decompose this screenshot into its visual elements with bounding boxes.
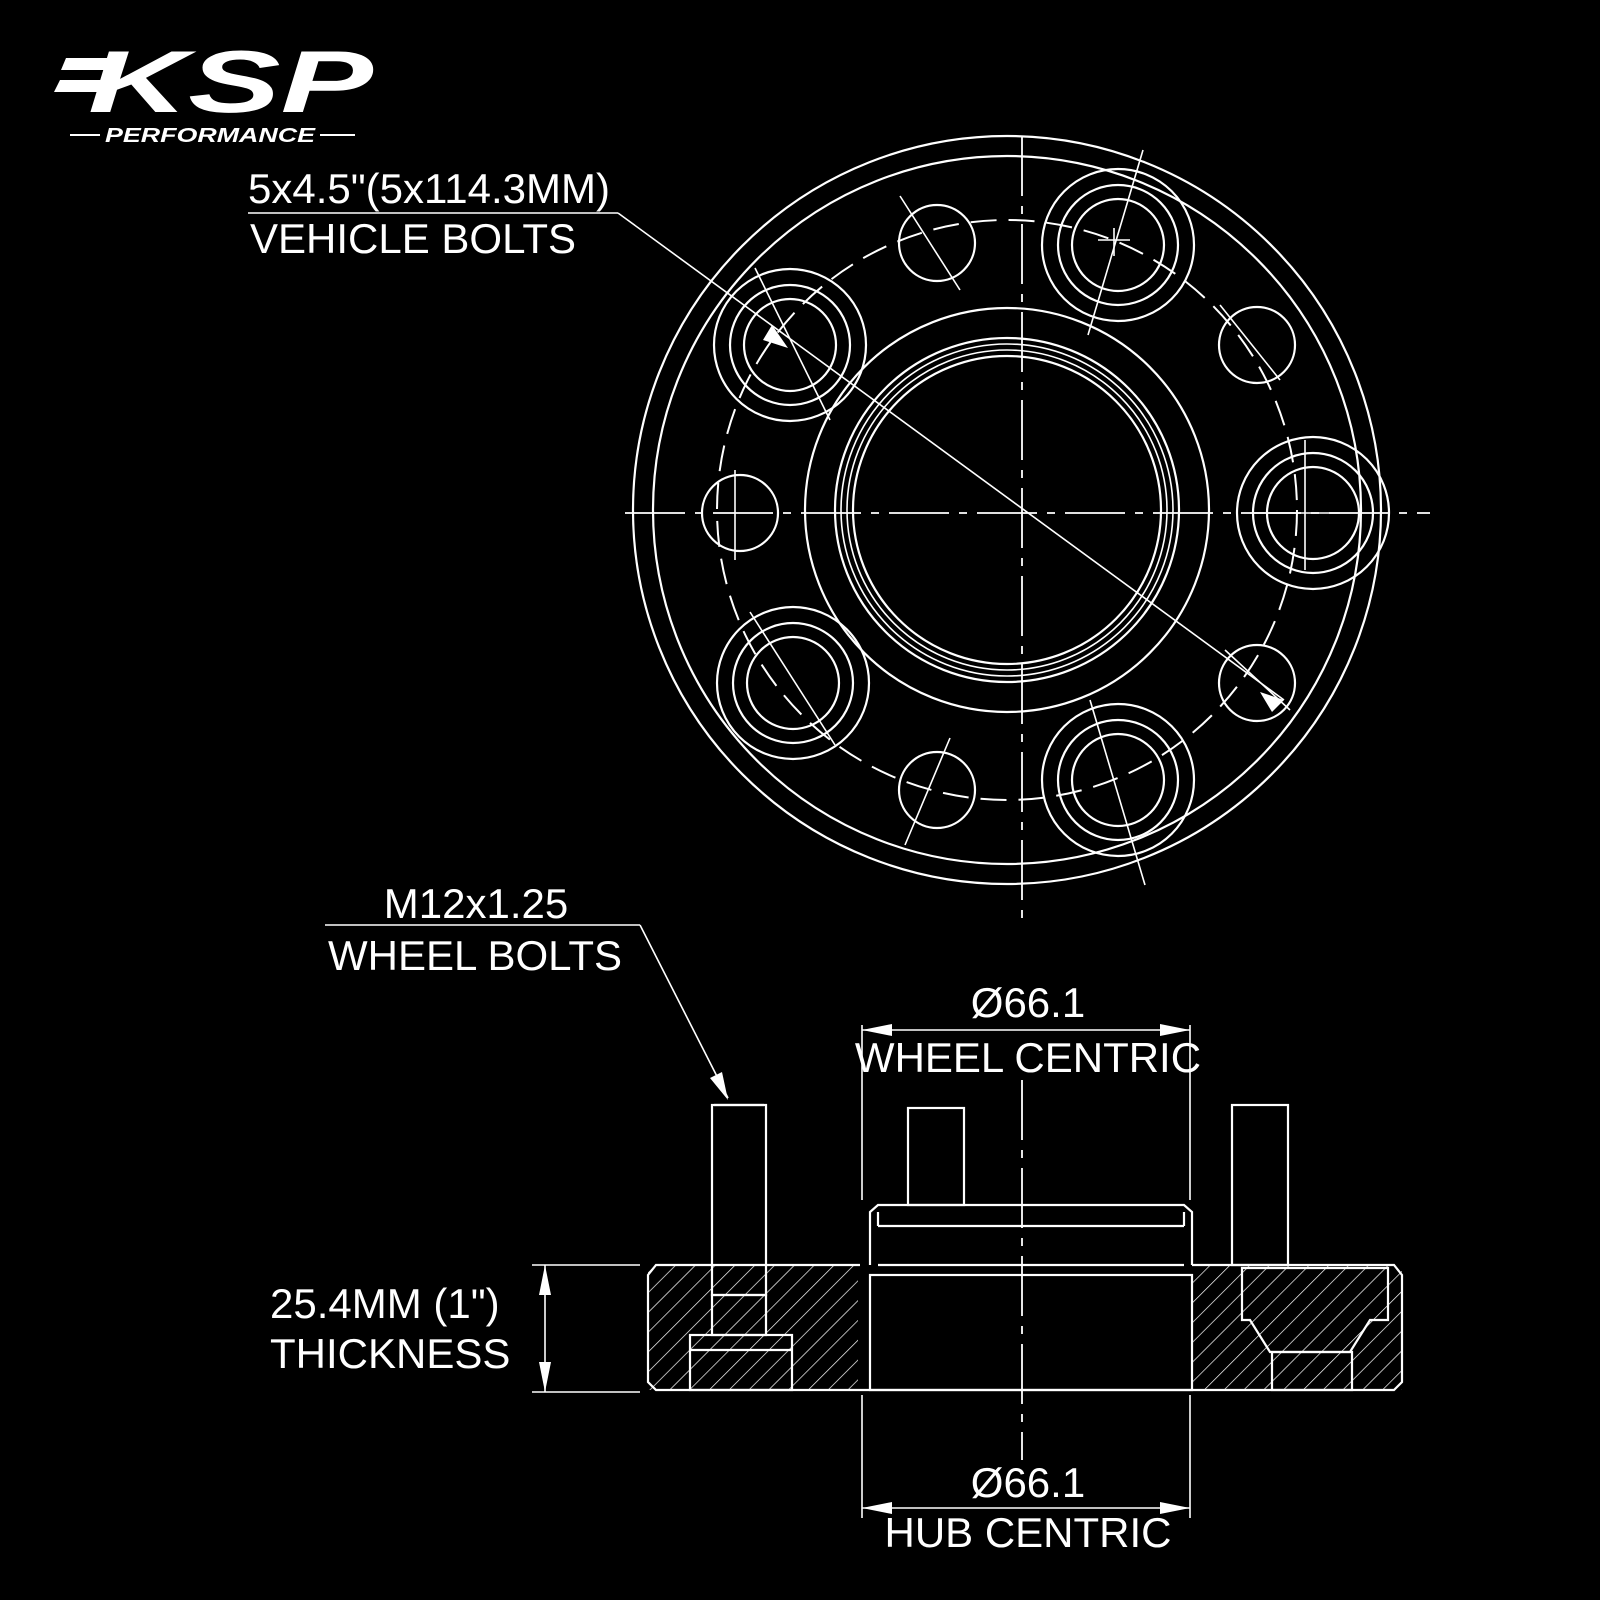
middle-stud: [906, 1106, 966, 1207]
thickness-label: THICKNESS: [270, 1330, 510, 1377]
wheel-stud-hole: [1235, 435, 1391, 591]
vehicle-bolts-leader: [248, 212, 1285, 712]
hub-bore: [851, 354, 1163, 666]
vehicle-bolt-hole: [897, 195, 977, 291]
ksp-logo: KSP PERFORMANCE: [54, 32, 373, 147]
logo-brand: KSP: [88, 32, 373, 131]
hub-ring: [803, 306, 1211, 714]
wheel-centric-dimension: [861, 1024, 1191, 1200]
hub-centric-label: HUB CENTRIC: [884, 1509, 1171, 1556]
wheel-stud-hole: [712, 267, 868, 423]
wheel-stud-hole: [1040, 149, 1196, 336]
spacer-face-view: 5x4.5"(5x114.3MM) VEHICLE BOLTS: [248, 134, 1430, 918]
right-stud: [1230, 1103, 1290, 1267]
vehicle-bolts-spec: 5x4.5"(5x114.3MM): [248, 165, 610, 212]
wheel-centric-label: WHEEL CENTRIC: [855, 1034, 1201, 1081]
outer-rim-inner: [651, 154, 1363, 866]
hub-centric-dimension: [861, 1395, 1191, 1518]
hub-bore-outer: [833, 336, 1181, 684]
wheel-stud-hole: [715, 605, 871, 761]
wheel-centric-value: Ø66.1: [971, 979, 1085, 1026]
left-stud-head: [688, 1333, 794, 1392]
vehicle-bolt-hole: [700, 470, 780, 560]
logo-speed-stripes: [54, 58, 118, 92]
wheel-stud-hole: [1040, 699, 1196, 886]
wheel-bolts-label: WHEEL BOLTS: [328, 932, 622, 979]
wheel-bolts-leader: [325, 924, 729, 1100]
vehicle-bolt-hole: [1217, 304, 1297, 385]
vehicle-bolts-label: VEHICLE BOLTS: [250, 215, 576, 262]
hub-centric-value: Ø66.1: [971, 1459, 1085, 1506]
thickness-dimension: [532, 1264, 640, 1393]
section-body-left: [648, 1265, 858, 1390]
outer-rim: [631, 134, 1383, 886]
center-bore: [868, 1273, 1194, 1392]
vehicle-bolt-hole: [897, 737, 977, 846]
section-body-right: [1192, 1265, 1402, 1390]
thickness-value: 25.4MM (1"): [270, 1280, 500, 1327]
bolt-circle: [716, 219, 1298, 801]
logo-tagline: PERFORMANCE: [105, 125, 316, 147]
spacer-section-view: Ø66.1 WHEEL CENTRIC Ø66.1 HUB CENTRIC 25…: [270, 880, 1404, 1556]
wheel-bolts-spec: M12x1.25: [384, 880, 568, 927]
